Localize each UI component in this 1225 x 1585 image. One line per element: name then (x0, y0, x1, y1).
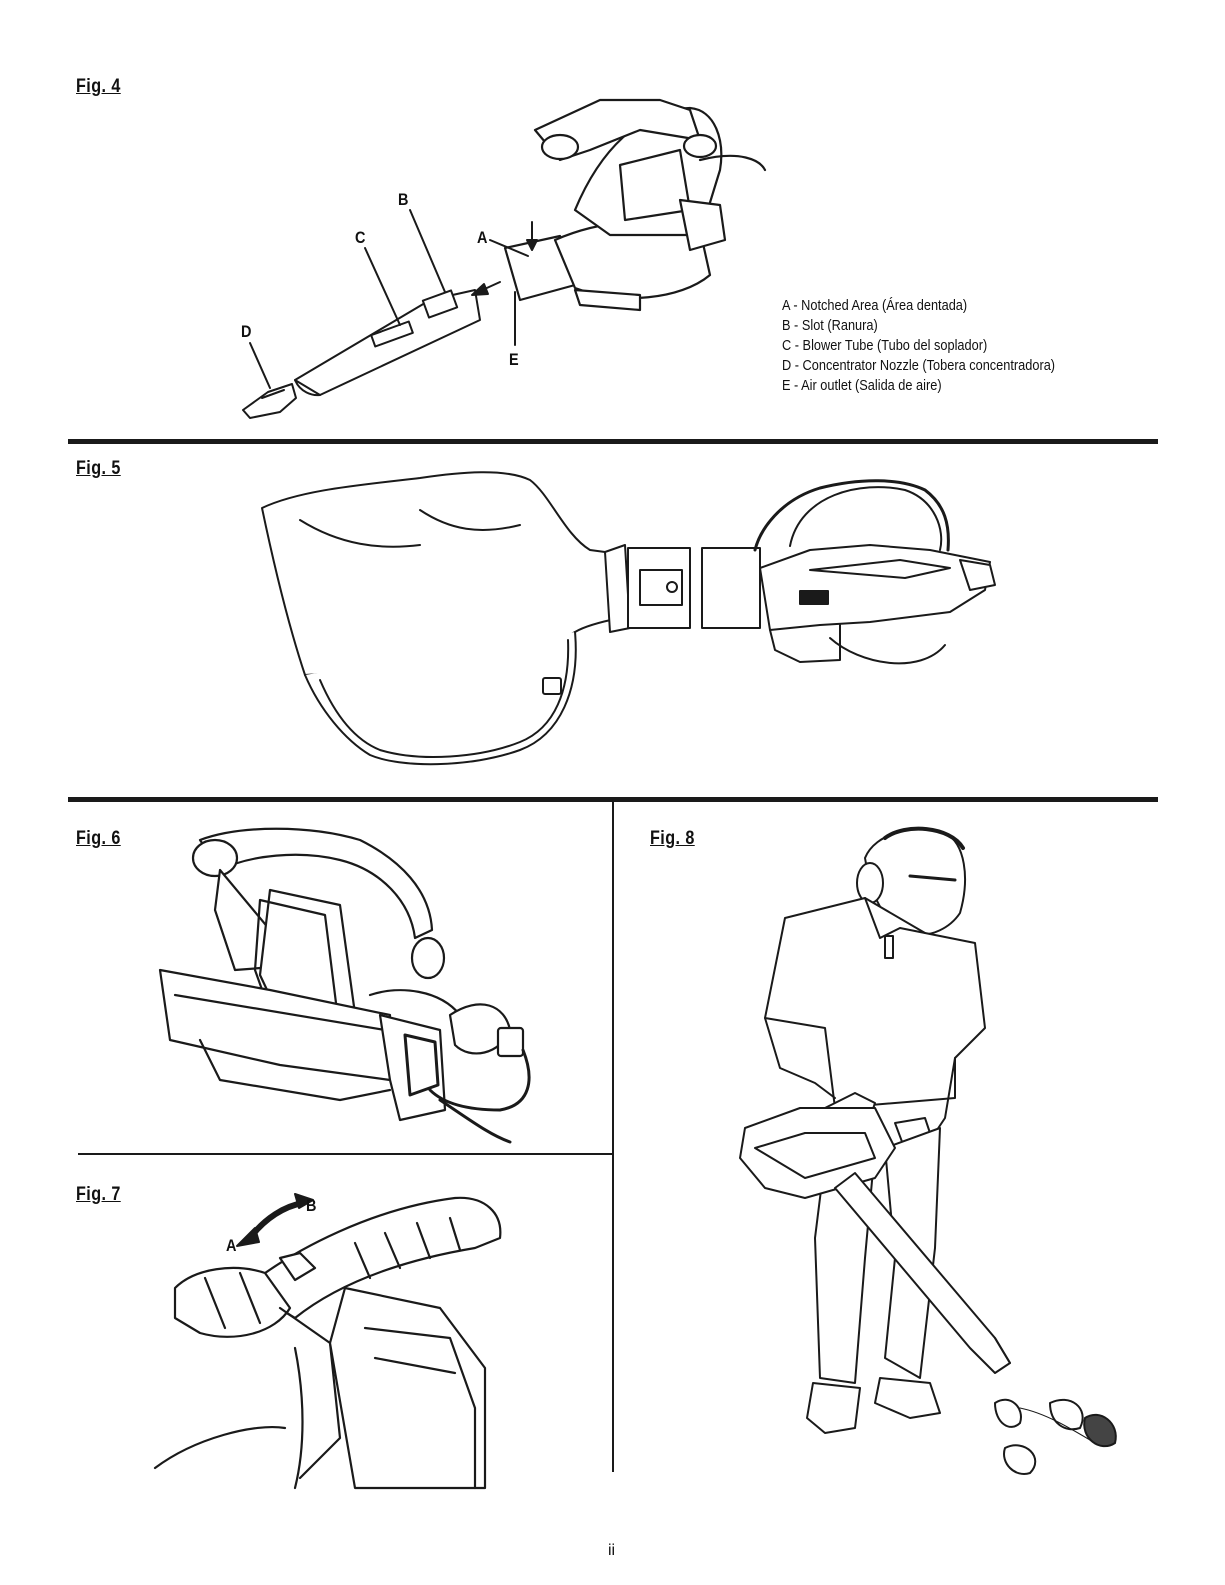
legend-item-c: C - Blower Tube (Tubo del soplador) (782, 336, 1055, 356)
section-divider-3 (78, 1153, 613, 1155)
legend-item-e: E - Air outlet (Salida de aire) (782, 376, 1055, 396)
fig6-label: Fig. 6 (76, 828, 121, 850)
fig5-illustration (0, 450, 1225, 790)
fig6-illustration (160, 820, 620, 1150)
fig4-callout-e: E (509, 350, 519, 370)
legend-item-a: A - Notched Area (Área dentada) (782, 296, 1055, 316)
fig4-callout-d: D (241, 322, 251, 342)
fig4-callout-c: C (355, 228, 365, 248)
page-number: ii (608, 1542, 615, 1560)
section-divider-1 (68, 439, 1158, 444)
fig7-label: Fig. 7 (76, 1184, 121, 1206)
fig4-legend: A - Notched Area (Área dentada) B - Slot… (782, 296, 1055, 396)
fig7-callout-b: B (306, 1196, 316, 1216)
fig4-callout-a: A (477, 228, 487, 248)
fig8-label: Fig. 8 (650, 828, 695, 850)
fig4-callout-b: B (398, 190, 408, 210)
legend-item-b: B - Slot (Ranura) (782, 316, 1055, 336)
legend-item-d: D - Concentrator Nozzle (Tobera concentr… (782, 356, 1055, 376)
fig7-illustration (155, 1168, 515, 1488)
fig7-callout-a: A (226, 1236, 236, 1256)
fig8-illustration (725, 818, 1145, 1478)
